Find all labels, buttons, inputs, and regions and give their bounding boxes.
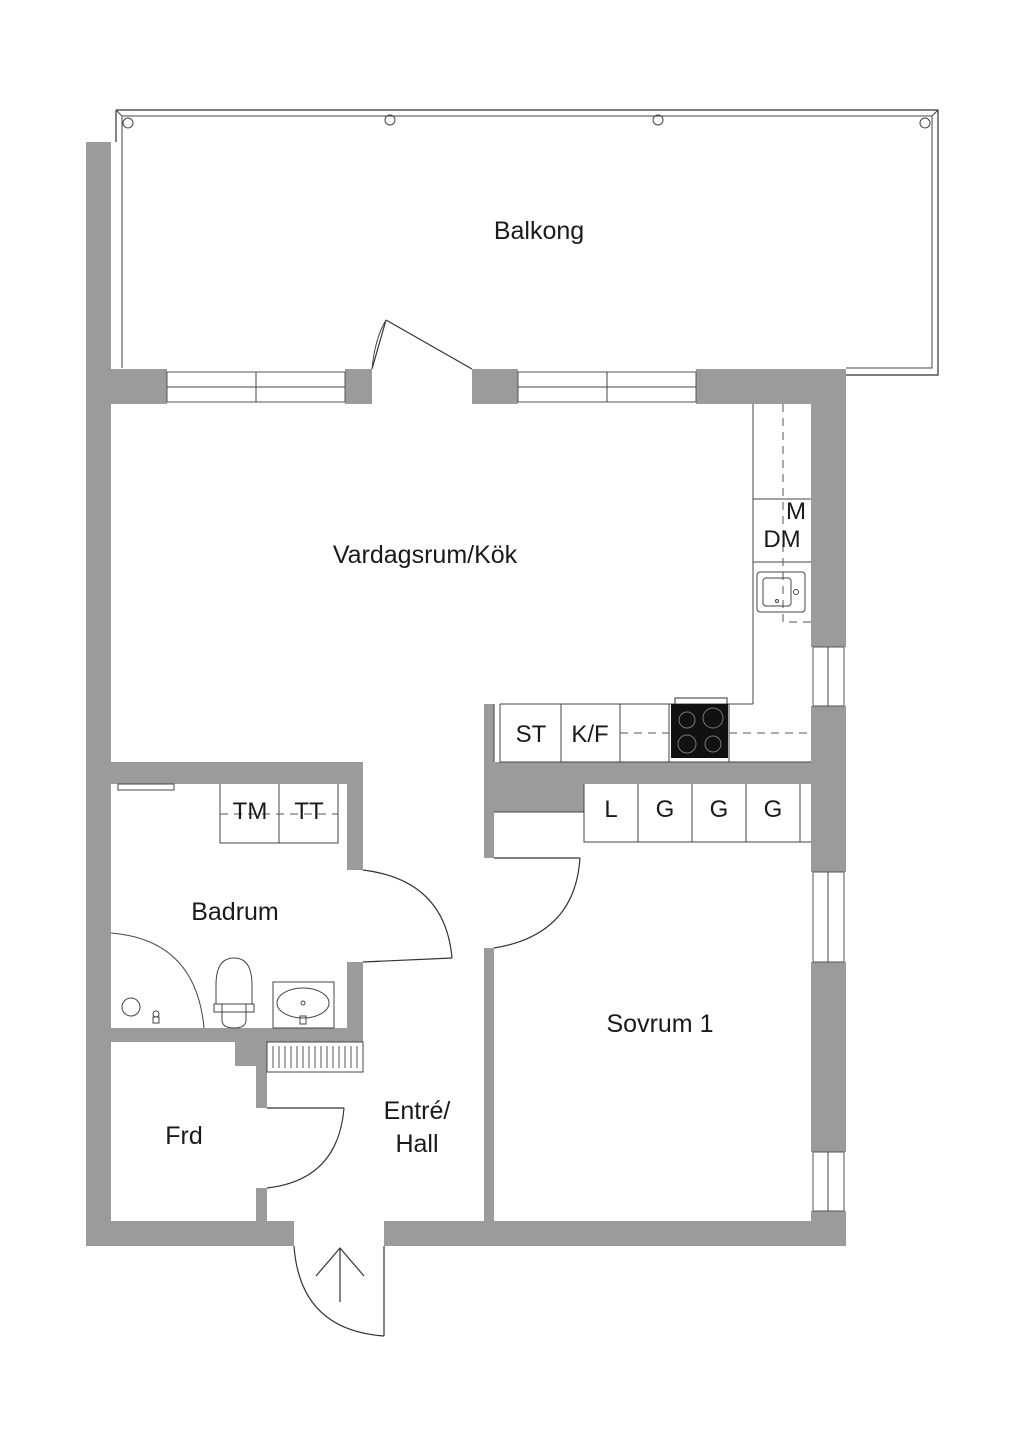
room-label-vardagsrum: Vardagsrum/Kök bbox=[333, 541, 518, 569]
entrance-arrow-icon bbox=[315, 1247, 365, 1302]
wash-basin-icon bbox=[272, 981, 335, 1029]
fixture-label-m: M bbox=[786, 498, 806, 525]
shower-icon bbox=[110, 932, 205, 1029]
fixture-label-dm: DM bbox=[763, 526, 800, 553]
room-label-frd: Frd bbox=[165, 1122, 203, 1150]
windows bbox=[166, 371, 845, 1212]
wardrobes bbox=[494, 784, 811, 843]
stove-icon bbox=[671, 697, 728, 758]
room-label-badrum: Badrum bbox=[191, 898, 279, 926]
fixture-label-tt: TT bbox=[294, 798, 324, 825]
fixture-label-kf: K/F bbox=[571, 721, 608, 748]
hall-radiator bbox=[266, 1041, 364, 1073]
bathroom bbox=[110, 783, 339, 1029]
fixture-labels: M DM ST K/F TM TT L G G G bbox=[233, 498, 806, 825]
room-labels: Balkong Vardagsrum/Kök Badrum Sovrum 1 F… bbox=[165, 217, 713, 1158]
kitchen-sink-icon bbox=[756, 571, 806, 613]
wardrobe-label: G bbox=[764, 796, 783, 823]
doors bbox=[266, 319, 581, 1337]
kitchen bbox=[493, 404, 811, 763]
fixture-label-st: ST bbox=[516, 721, 547, 748]
wardrobe-label: G bbox=[656, 796, 675, 823]
room-label-sovrum: Sovrum 1 bbox=[607, 1010, 714, 1038]
room-label-hall: Hall bbox=[395, 1130, 438, 1158]
walls bbox=[86, 142, 846, 1246]
balcony bbox=[115, 109, 939, 376]
wardrobe-label: G bbox=[710, 796, 729, 823]
toilet-icon bbox=[213, 957, 255, 1029]
wardrobe-label: L bbox=[604, 796, 617, 823]
room-label-entre: Entré/ bbox=[384, 1097, 451, 1125]
fixture-label-tm: TM bbox=[233, 798, 268, 825]
room-label-balkong: Balkong bbox=[494, 217, 584, 245]
